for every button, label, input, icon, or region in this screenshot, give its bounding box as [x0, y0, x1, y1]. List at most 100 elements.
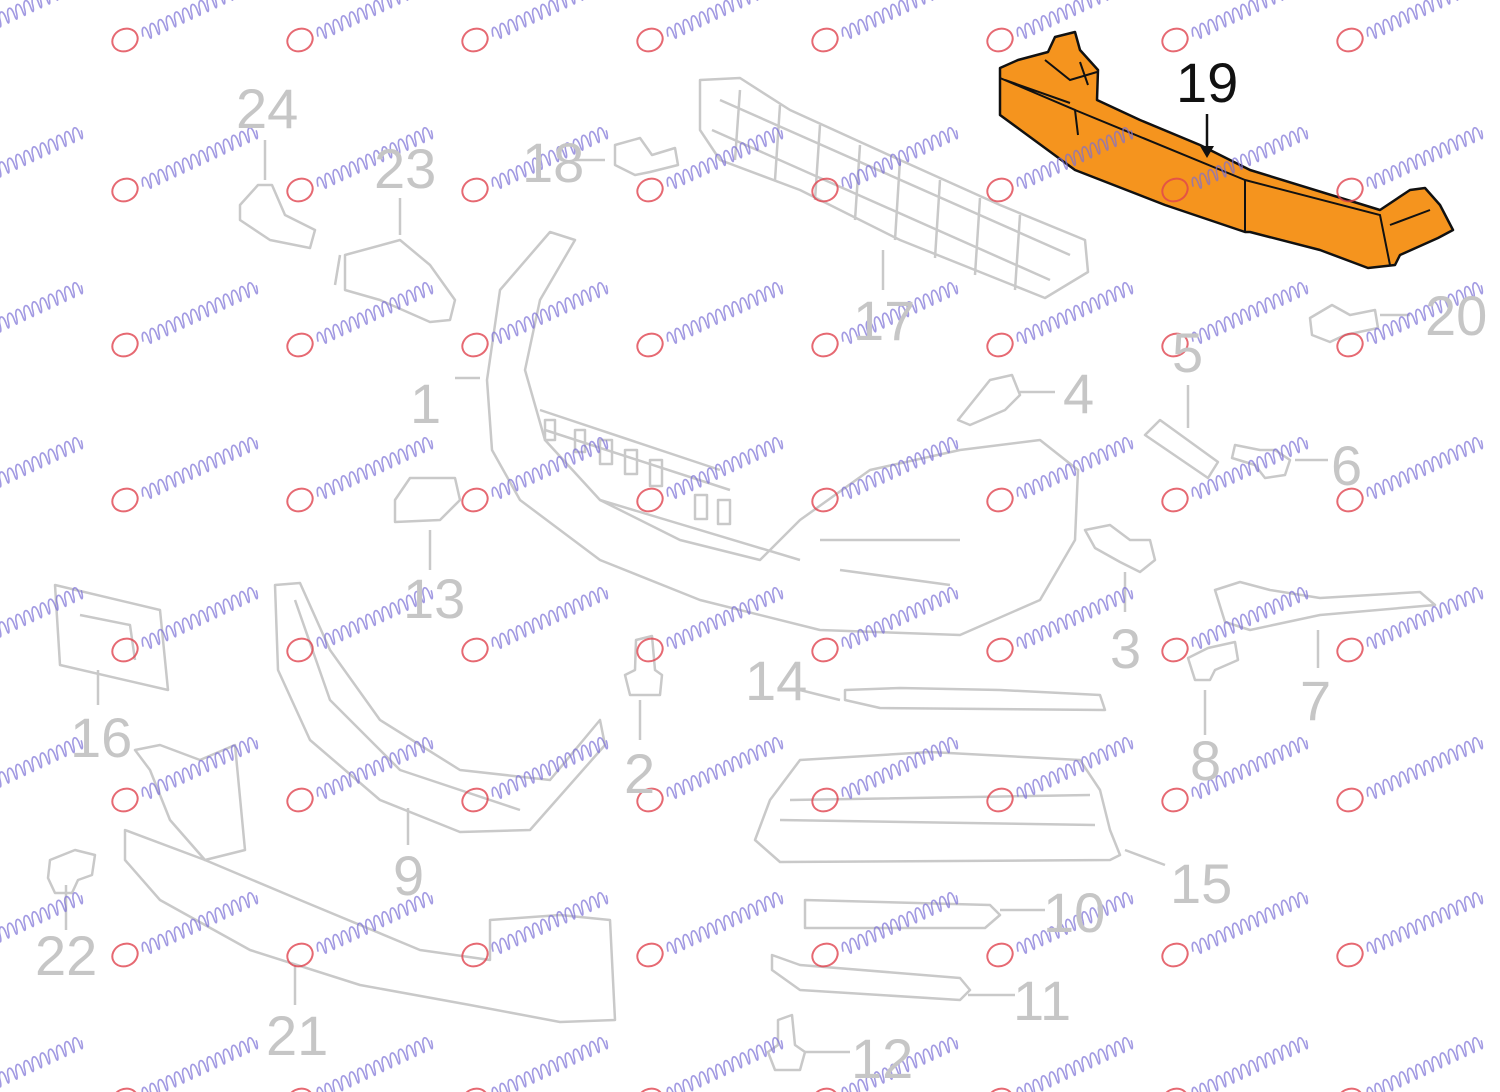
part-16-plate-bracket[interactable]	[53, 583, 170, 692]
watermark	[986, 0, 1134, 53]
watermark-logo-icon	[1336, 27, 1364, 53]
watermark	[286, 282, 434, 358]
part-8-bolt[interactable]	[1186, 640, 1240, 682]
watermark-script-graphic	[491, 282, 609, 345]
watermark	[286, 737, 434, 813]
callout-9: 9	[393, 844, 424, 907]
watermark-logo-icon	[1161, 332, 1189, 358]
watermark-script-graphic	[666, 437, 784, 500]
part-4-clip[interactable]	[956, 373, 1022, 427]
watermark	[1336, 127, 1484, 203]
part-23-parking-sensor[interactable]	[333, 238, 457, 324]
callout-15: 15	[1170, 852, 1232, 915]
watermark-script-graphic	[0, 737, 84, 800]
callout-18: 18	[522, 131, 584, 194]
watermark-logo-icon	[286, 1087, 314, 1092]
part-12-bolt[interactable]	[766, 1013, 807, 1072]
watermark-script-graphic	[141, 127, 259, 190]
watermark-script-graphic	[1366, 437, 1484, 500]
watermark-logo-icon	[286, 787, 314, 813]
watermark-script-graphic	[666, 587, 784, 650]
watermark-logo-icon	[111, 487, 139, 513]
watermark-script-graphic	[141, 1037, 259, 1092]
callout-11: 11	[1013, 969, 1071, 1032]
watermark-logo-icon	[811, 787, 839, 813]
part-13-cover[interactable]	[393, 476, 462, 524]
part-7-bracket[interactable]	[1213, 580, 1437, 632]
watermark-script-graphic	[0, 127, 84, 190]
watermark	[0, 892, 84, 955]
part-24-sensor-bracket[interactable]	[238, 183, 317, 250]
part-11-trim[interactable]	[770, 953, 972, 1002]
watermark-logo-icon	[1161, 487, 1189, 513]
watermark	[461, 127, 609, 203]
watermark-logo-icon	[461, 1087, 489, 1092]
watermark-logo-icon	[986, 942, 1014, 968]
watermark	[811, 737, 959, 813]
watermark-logo-icon	[1336, 487, 1364, 513]
watermark-logo-icon	[461, 637, 489, 663]
watermark-script-graphic	[841, 0, 959, 40]
watermark	[986, 127, 1134, 203]
watermark-script-graphic	[1191, 282, 1309, 345]
watermark-logo-icon	[111, 787, 139, 813]
part-1-bumper-cover[interactable]	[485, 230, 1080, 637]
watermark-script-graphic	[841, 892, 959, 955]
watermark	[286, 437, 434, 513]
watermark-logo-icon	[636, 177, 664, 203]
callout-3: 3	[1110, 617, 1141, 680]
callout-24: 24	[236, 77, 298, 140]
part-17-grille-mesh[interactable]	[698, 76, 1090, 300]
watermark-script-graphic	[0, 587, 84, 650]
watermark	[111, 0, 259, 53]
watermark-script-graphic	[316, 127, 434, 190]
watermark-logo-icon	[111, 332, 139, 358]
callout-2: 2	[624, 742, 655, 805]
watermark	[1336, 282, 1484, 358]
part-18-bolt[interactable]	[613, 136, 680, 177]
watermark-script-graphic	[1016, 0, 1134, 40]
watermark-script-graphic	[141, 892, 259, 955]
watermark-logo-icon	[811, 1087, 839, 1092]
part-21-lower-spoiler[interactable]	[123, 743, 617, 1024]
watermark-logo-icon	[1161, 942, 1189, 968]
watermark	[986, 437, 1134, 513]
watermark	[986, 587, 1134, 663]
watermark	[0, 437, 84, 500]
part-10-trim[interactable]	[803, 898, 1002, 930]
watermark	[286, 0, 434, 53]
watermark-script-graphic	[316, 437, 434, 500]
watermark	[1161, 127, 1309, 203]
part-19-bumper-reinforcement[interactable]	[998, 30, 1455, 270]
part-6-clip[interactable]	[1230, 443, 1292, 480]
part-14-trim[interactable]	[843, 686, 1107, 712]
watermark-script-graphic	[1191, 892, 1309, 955]
part-22-clip[interactable]	[46, 848, 97, 895]
watermark	[111, 282, 259, 358]
watermark	[636, 127, 784, 203]
watermark-logo-icon	[286, 487, 314, 513]
watermark	[636, 1037, 784, 1092]
part-2-bolt[interactable]	[623, 634, 664, 697]
watermark-script-graphic	[1016, 892, 1134, 955]
watermark	[1161, 0, 1309, 53]
watermark-script-graphic	[1366, 282, 1484, 345]
part-15-fog-cover[interactable]	[753, 750, 1122, 864]
watermark-logo-icon	[111, 27, 139, 53]
watermark	[811, 1037, 959, 1092]
watermark	[111, 737, 259, 813]
part-3-clip[interactable]	[1083, 523, 1157, 574]
watermark-logo-icon	[986, 177, 1014, 203]
part-5-seal[interactable]	[1143, 418, 1220, 480]
watermark	[286, 127, 434, 203]
watermark	[986, 892, 1134, 968]
watermark-script-graphic	[666, 737, 784, 800]
watermark-script-graphic	[1366, 892, 1484, 955]
watermark-logo-icon	[1336, 332, 1364, 358]
watermark	[986, 737, 1134, 813]
watermark-script-graphic	[1366, 737, 1484, 800]
watermark-logo-icon	[636, 637, 664, 663]
watermark-logo-icon	[636, 942, 664, 968]
